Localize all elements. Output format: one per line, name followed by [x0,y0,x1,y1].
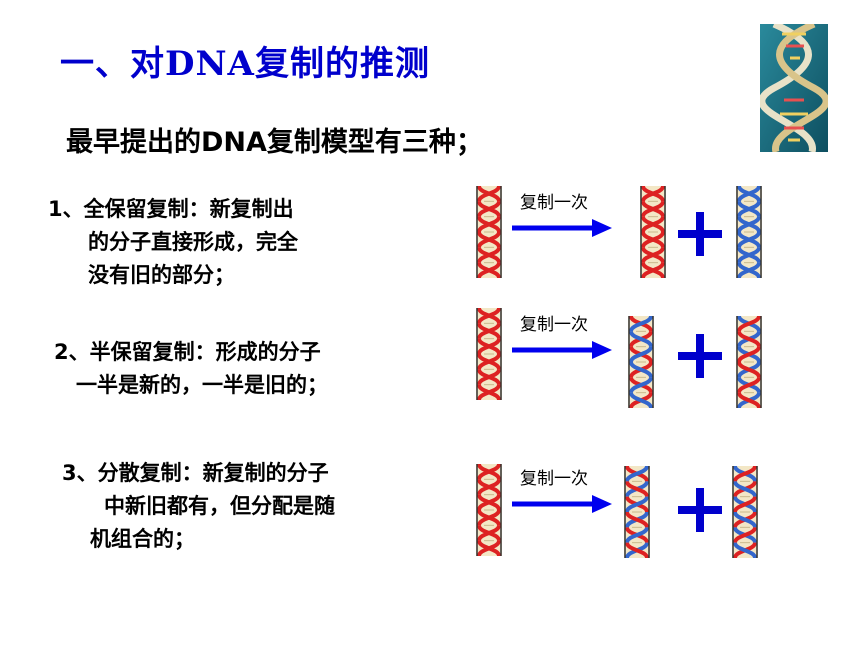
model-2-child-dna-2-icon [736,315,762,409]
slide-subtitle: 最早提出的DNA复制模型有三种； [66,127,483,158]
model-1-line-3: 没有旧的部分； [88,263,235,287]
model-2-line-1: 2、半保留复制：形成的分子 [54,340,321,364]
model-1-line-2: 的分子直接形成，完全 [88,230,298,254]
model-1-description: 1、全保留复制：新复制出 的分子直接形成，完全 没有旧的部分； [48,193,298,292]
model-1-arrow-label: 复制一次 [520,193,588,213]
model-2-arrow-icon [512,341,612,359]
model-3-line-3: 机组合的； [90,527,195,551]
model-3-plus-icon [678,488,722,532]
model-2-parent-dna-icon [476,307,502,401]
model-3-arrow-icon [512,495,612,513]
model-3-line-1: 3、分散复制：新复制的分子 [62,461,329,485]
model-1-line-1: 1、全保留复制：新复制出 [48,197,294,221]
model-3-line-2: 中新旧都有，但分配是随 [104,494,335,518]
model-3-parent-dna-icon [476,463,502,557]
dna-helix-picture [760,24,828,152]
model-2-plus-icon [678,334,722,378]
model-3-description: 3、分散复制：新复制的分子 中新旧都有，但分配是随 机组合的； [62,457,335,556]
model-1-arrow-icon [512,219,612,237]
model-2-child-dna-1-icon [628,315,654,409]
model-3-arrow-label: 复制一次 [520,469,588,489]
model-3-child-dna-2-icon [732,465,758,559]
model-2-arrow-label: 复制一次 [520,315,588,335]
model-1-parent-dna-icon [476,185,502,279]
model-1-child-dna-new-icon [736,185,762,279]
model-1-child-dna-old-icon [640,185,666,279]
model-3-child-dna-1-icon [624,465,650,559]
model-2-line-2: 一半是新的，一半是旧的； [76,373,328,397]
model-1-plus-icon [678,212,722,256]
model-2-description: 2、半保留复制：形成的分子 一半是新的，一半是旧的； [54,336,328,402]
slide-title: 一、对DNA复制的推测 [60,44,430,84]
